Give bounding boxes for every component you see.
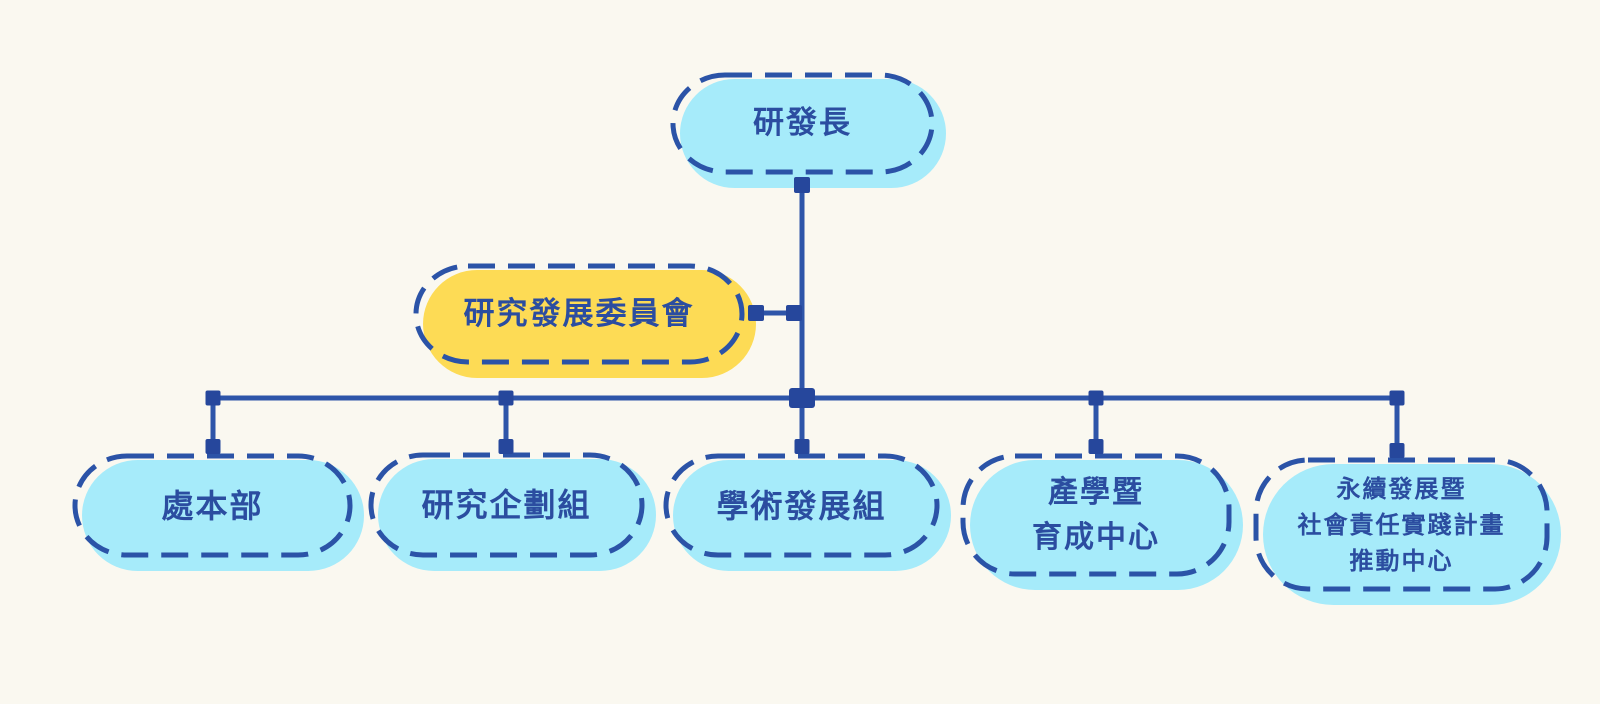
dashed-border	[1253, 457, 1550, 592]
org-node-dept-4: 產學暨 育成中心	[960, 453, 1243, 590]
joint-bus-dept-5	[1389, 390, 1405, 406]
org-node-dept-2-label: 研究企劃組	[421, 486, 592, 524]
label-line: 產學暨	[1048, 475, 1144, 510]
joint-bus-dept-1	[205, 390, 221, 406]
dashed-border	[960, 453, 1232, 577]
dashed-border	[663, 453, 940, 558]
joint-bus-dept-2	[498, 390, 514, 406]
org-node-root-label: 研發長	[753, 105, 852, 142]
org-node-dept-5-label: 永續發展暨 社會責任實踐計畫 推動中心	[1298, 471, 1506, 579]
node-fill	[378, 459, 656, 571]
org-node-root: 研發長	[670, 72, 946, 188]
org-node-dept-5: 永續發展暨 社會責任實踐計畫 推動中心	[1253, 457, 1561, 605]
label-line: 育成中心	[1032, 520, 1160, 555]
joint-top-dept-1	[205, 439, 221, 454]
org-node-dept-3-label: 學術發展組	[716, 486, 887, 525]
org-node-dept-3: 學術發展組	[663, 453, 951, 571]
joint-bus-center	[789, 388, 815, 408]
node-fill	[970, 460, 1243, 590]
org-node-committee-label: 研究發展委員會	[463, 295, 695, 332]
joint-committee-right	[786, 305, 802, 321]
org-node-dept-1-label: 處本部	[161, 486, 264, 525]
org-node-dept-4-label: 產學暨 育成中心	[1032, 470, 1160, 560]
org-node-dept-1: 處本部	[72, 453, 364, 571]
label-line: 推動中心	[1349, 546, 1454, 575]
joint-top-dept-4	[1088, 439, 1104, 454]
joint-top-dept-5	[1389, 443, 1405, 458]
label-line: 永續發展暨	[1336, 474, 1467, 503]
org-node-dept-2: 研究企劃組	[368, 452, 656, 571]
joint-bus-dept-4	[1088, 390, 1104, 406]
dashed-border	[368, 452, 645, 558]
dashed-border	[670, 72, 935, 175]
node-fill	[1263, 464, 1561, 605]
org-node-committee: 研究發展委員會	[413, 263, 756, 378]
label-line: 社會責任實踐計畫	[1297, 510, 1506, 539]
dashed-border	[413, 263, 745, 365]
joint-top-dept-3	[794, 439, 810, 454]
dashed-border	[72, 453, 353, 558]
